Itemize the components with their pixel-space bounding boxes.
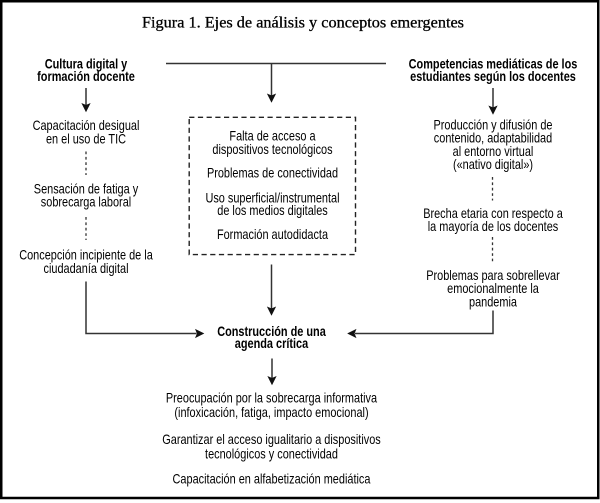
svg-text:la mayoría de los docentes: la mayoría de los docentes xyxy=(428,218,559,234)
svg-text:ciudadanía digital: ciudadanía digital xyxy=(44,260,129,276)
svg-text:Falta de acceso a: Falta de acceso a xyxy=(229,128,315,144)
svg-text:Formación autodidacta: Formación autodidacta xyxy=(217,226,328,242)
svg-text:Construcción de una: Construcción de una xyxy=(217,323,326,339)
svg-text:(«nativo digital»): («nativo digital») xyxy=(453,156,533,172)
svg-text:al entorno virtual: al entorno virtual xyxy=(453,143,534,159)
svg-text:Producción y difusión de: Producción y difusión de xyxy=(434,116,553,132)
svg-text:emocionalmente la: emocionalmente la xyxy=(447,280,539,296)
svg-text:Sensación de fatiga y: Sensación de fatiga y xyxy=(34,181,138,197)
svg-text:Uso superficial/instrumental: Uso superficial/instrumental xyxy=(205,189,339,205)
svg-text:Problemas de conectividad: Problemas de conectividad xyxy=(207,164,338,180)
svg-text:pandemia: pandemia xyxy=(469,293,517,309)
svg-text:estudiantes según los docentes: estudiantes según los docentes xyxy=(410,68,576,84)
svg-text:(infoxicación, fatiga, impacto: (infoxicación, fatiga, impacto emocional… xyxy=(174,404,368,420)
svg-text:tecnológicos y conectividad: tecnológicos y conectividad xyxy=(205,446,338,462)
svg-text:en el uso de TIC: en el uso de TIC xyxy=(46,131,126,147)
svg-text:Problemas para sobrellevar: Problemas para sobrellevar xyxy=(426,267,560,283)
svg-text:contenido, adaptabilidad: contenido, adaptabilidad xyxy=(434,130,552,146)
svg-text:Competencias mediáticas de los: Competencias mediáticas de los xyxy=(409,55,578,71)
svg-text:dispositivos tecnológicos: dispositivos tecnológicos xyxy=(212,141,332,157)
svg-text:Garantizar el acceso igualitar: Garantizar el acceso igualitario a dispo… xyxy=(162,431,381,447)
svg-text:Preocupación por la sobrecarga: Preocupación por la sobrecarga informati… xyxy=(166,390,377,406)
svg-text:formación docente: formación docente xyxy=(37,68,135,84)
svg-text:Cultura digital y: Cultura digital y xyxy=(45,55,128,71)
svg-text:Concepción incipiente de la: Concepción incipiente de la xyxy=(19,247,153,263)
svg-text:Capacitación en alfabetización: Capacitación en alfabetización mediática xyxy=(173,471,371,487)
svg-text:Capacitación desigual: Capacitación desigual xyxy=(33,117,140,133)
svg-text:Figura 1. Ejes de análisis y c: Figura 1. Ejes de análisis y conceptos e… xyxy=(142,15,464,32)
svg-text:sobrecarga laboral: sobrecarga laboral xyxy=(41,194,131,210)
svg-text:Brecha etaria con respecto a: Brecha etaria con respecto a xyxy=(423,205,563,221)
svg-text:agenda crítica: agenda crítica xyxy=(235,335,309,351)
svg-text:de los medios digitales: de los medios digitales xyxy=(217,202,328,218)
